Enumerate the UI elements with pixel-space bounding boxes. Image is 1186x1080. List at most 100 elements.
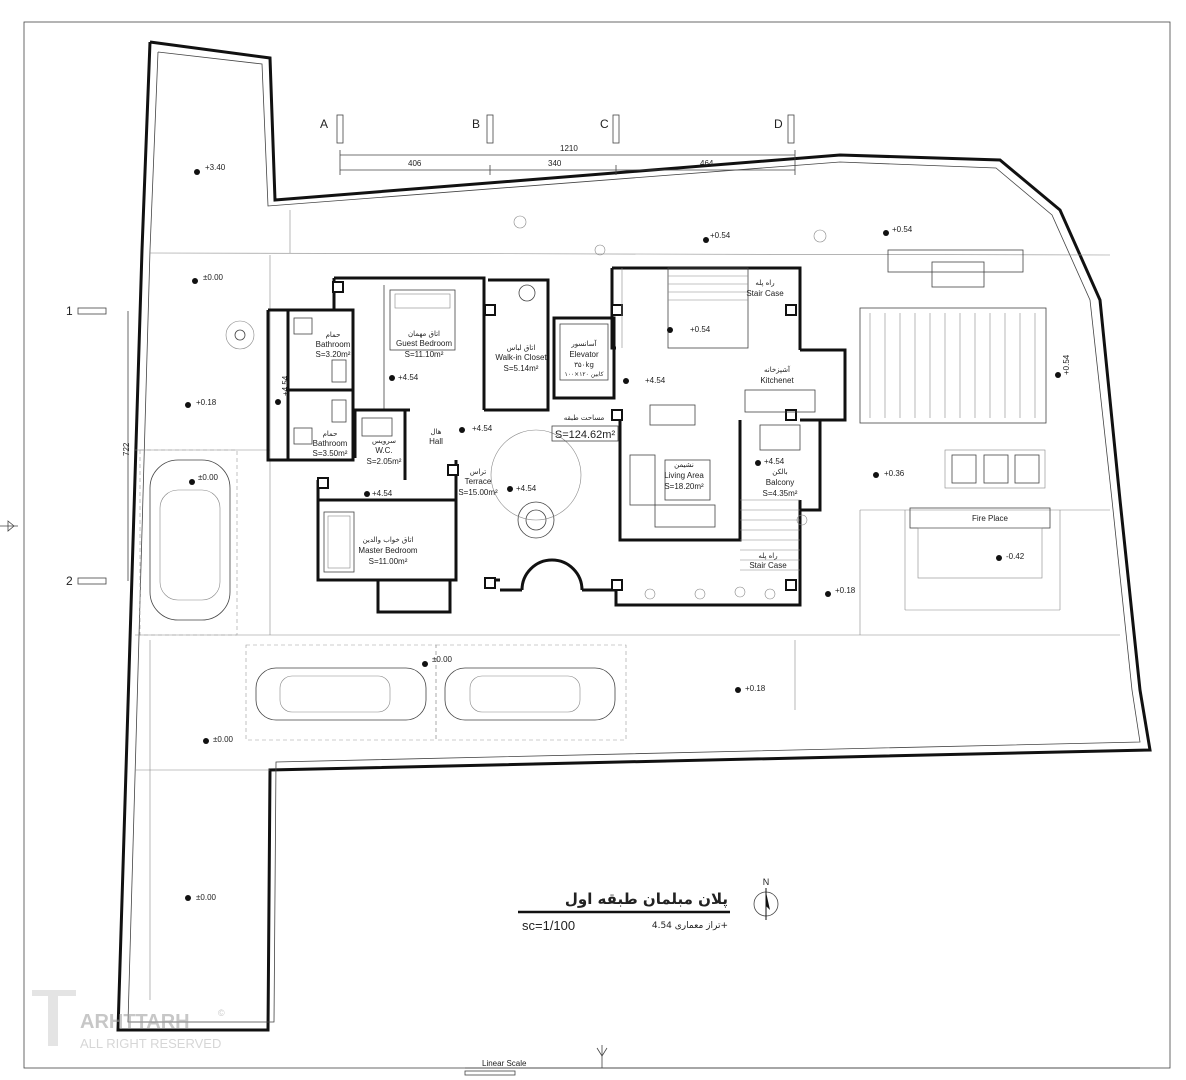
level-042: -0.42 bbox=[1006, 552, 1025, 561]
guest-bedroom-area: S=11.10m² bbox=[405, 350, 444, 359]
dim-total: 1210 bbox=[560, 144, 578, 153]
elevator-capacity: ۳۵۰kg bbox=[574, 361, 594, 369]
level-000-d: ±0.00 bbox=[213, 735, 234, 744]
room-labels: حمام Bathroom S=3.20m² اتاق مهمان Guest … bbox=[313, 279, 1009, 570]
level-054-c: +0.54 bbox=[690, 325, 711, 334]
level-054-a: +0.54 bbox=[710, 231, 731, 240]
bathroom-1-fa: حمام bbox=[326, 331, 341, 339]
living-en: Living Area bbox=[664, 471, 704, 480]
axis-label-a: A bbox=[320, 117, 328, 131]
bathroom-1-en: Bathroom bbox=[316, 340, 351, 349]
level-340: +3.40 bbox=[205, 163, 226, 172]
level-454-e: +4.54 bbox=[516, 484, 537, 493]
plan-title: پلان مبلمان طبقه اول bbox=[565, 890, 728, 909]
north-label: N bbox=[763, 877, 770, 887]
master-bedroom-en: Master Bedroom bbox=[358, 546, 417, 555]
level-454-a: +4.54 bbox=[398, 373, 419, 382]
bathroom-2-en: Bathroom bbox=[313, 439, 348, 448]
level-018-c: +0.18 bbox=[745, 684, 766, 693]
hall-en: Hall bbox=[429, 437, 443, 446]
guest-bedroom-fa: اتاق مهمان bbox=[408, 330, 440, 338]
living-fa: نشیمن bbox=[674, 461, 694, 469]
level-454-f: +4.54 bbox=[764, 457, 785, 466]
dimensions: 1210 406 340 464 722 bbox=[0, 144, 796, 581]
kitchenet-en: Kitchenet bbox=[760, 376, 794, 385]
level-018-b: +0.18 bbox=[835, 586, 856, 595]
grid-axes: A B C D 1 2 bbox=[66, 114, 795, 588]
plan-level: تراز معماری 4.54+ bbox=[652, 921, 728, 931]
linear-scale-label: Linear Scale bbox=[482, 1059, 527, 1068]
guest-bedroom-en: Guest Bedroom bbox=[396, 339, 452, 348]
terrace-fa: تراس bbox=[470, 468, 486, 476]
wc-en: W.C. bbox=[375, 446, 392, 455]
furniture bbox=[225, 215, 827, 573]
level-018-a: +0.18 bbox=[196, 398, 217, 407]
level-000-a: ±0.00 bbox=[203, 273, 224, 282]
axis-label-c: C bbox=[600, 117, 609, 131]
level-054-d: +0.54 bbox=[1062, 354, 1071, 375]
kitchenet-fa: آشپزخانه bbox=[764, 365, 791, 374]
fire-place-label: Fire Place bbox=[972, 514, 1009, 523]
dim-406: 406 bbox=[408, 159, 422, 168]
elevator-shaft bbox=[559, 323, 609, 381]
floor-area-fa: مساحت طبقه bbox=[564, 414, 605, 422]
level-labels: +3.40 +0.54 +0.54 +0.54 +0.54 ±0.00 ±0.0… bbox=[196, 163, 1071, 902]
wc-area: S=2.05m² bbox=[367, 457, 402, 466]
elevator-fa: آسانسور bbox=[570, 339, 597, 348]
bathroom-1-area: S=3.20m² bbox=[316, 350, 351, 359]
structural-columns bbox=[317, 281, 797, 591]
hall-fa: هال bbox=[431, 428, 442, 436]
stair-2-fa: راه پله bbox=[758, 552, 777, 560]
level-000-c: ±0.00 bbox=[432, 655, 453, 664]
axis-label-2: 2 bbox=[66, 574, 73, 588]
terrace-en: Terrace bbox=[465, 477, 492, 486]
linear-scale: Linear Scale bbox=[464, 1045, 1140, 1076]
watermark-rights: ALL RIGHT RESERVED bbox=[80, 1036, 221, 1051]
dim-464: 464 bbox=[700, 159, 714, 168]
watermark-logo: ARHTTARH © ALL RIGHT RESERVED bbox=[32, 990, 225, 1051]
master-bedroom-area: S=11.00m² bbox=[369, 557, 408, 566]
axis-label-1: 1 bbox=[66, 304, 73, 318]
level-054-b: +0.54 bbox=[892, 225, 913, 234]
level-454-b: +4.54 bbox=[645, 376, 666, 385]
level-454-g: +4.54 bbox=[281, 375, 290, 396]
level-454-d: +4.54 bbox=[372, 489, 393, 498]
floor-area: S=124.62m² bbox=[555, 429, 616, 441]
level-000-e: ±0.00 bbox=[196, 893, 217, 902]
stair-2-en: Stair Case bbox=[749, 561, 787, 570]
balcony-fa: بالکن bbox=[772, 468, 787, 476]
dim-340: 340 bbox=[548, 159, 562, 168]
site-features bbox=[859, 249, 1051, 579]
level-000-b: ±0.00 bbox=[198, 473, 219, 482]
cars bbox=[139, 449, 627, 741]
axis-label-b: B bbox=[472, 117, 480, 131]
living-area: S=18.20m² bbox=[664, 482, 704, 491]
lot-boundary bbox=[116, 40, 1152, 1032]
plan-scale: sc=1/100 bbox=[522, 918, 575, 933]
bathroom-2-fa: حمام bbox=[323, 430, 338, 438]
north-arrow-icon: N bbox=[753, 877, 779, 920]
site-lines bbox=[135, 210, 1120, 1000]
wc-fa: سرویس bbox=[372, 437, 396, 445]
building-walls bbox=[266, 266, 847, 614]
level-symbols bbox=[185, 169, 1061, 901]
title-block: پلان مبلمان طبقه اول sc=1/100 تراز معمار… bbox=[518, 890, 730, 933]
watermark-copyright: © bbox=[218, 1008, 225, 1018]
elevator-cabin: کابین ۱۲۰×۱۰۰ bbox=[564, 371, 603, 378]
terrace-area: S=15.00m² bbox=[458, 488, 498, 497]
stair-1-fa: راه پله bbox=[755, 279, 774, 287]
watermark-brand: ARHTTARH bbox=[80, 1011, 190, 1033]
balcony-area: S=4.35m² bbox=[763, 489, 798, 498]
bathroom-2-area: S=3.50m² bbox=[313, 449, 348, 458]
axis-label-d: D bbox=[774, 117, 783, 131]
closet-en: Walk-in Closet bbox=[495, 353, 547, 362]
balcony-en: Balcony bbox=[766, 478, 794, 487]
dim-722: 722 bbox=[122, 442, 131, 456]
level-036: +0.36 bbox=[884, 469, 905, 478]
master-bedroom-fa: اتاق خواب والدین bbox=[363, 536, 414, 544]
closet-fa: اتاق لباس bbox=[507, 344, 536, 352]
planters bbox=[644, 514, 808, 600]
level-454-c: +4.54 bbox=[472, 424, 493, 433]
stair-1-en: Stair Case bbox=[746, 289, 784, 298]
